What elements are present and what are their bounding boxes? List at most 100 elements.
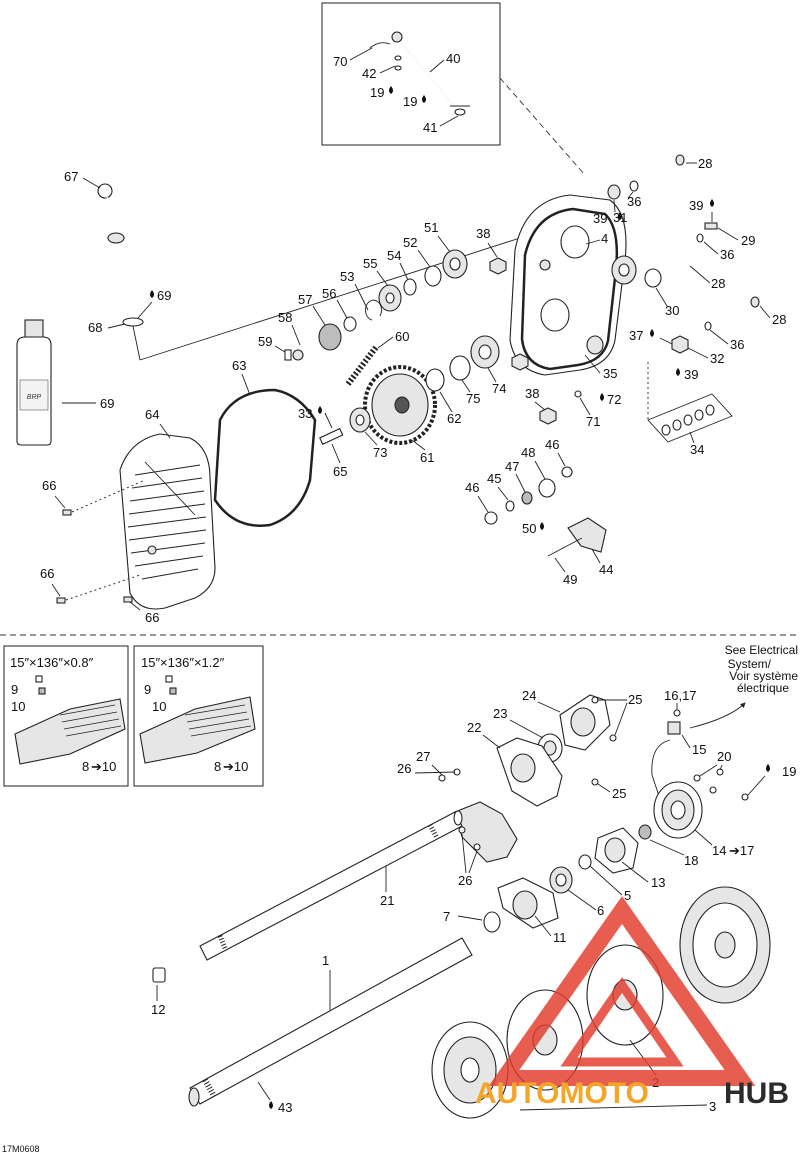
chaincase-cover (119, 433, 216, 610)
callout-59: 59 (258, 334, 272, 349)
callout-23: 23 (493, 706, 507, 721)
callout-26-a: 26 (397, 761, 411, 776)
callout-43: 43 (278, 1100, 292, 1115)
callout-39-b: 39 (689, 198, 703, 213)
callout-27: 27 (416, 749, 430, 764)
watermark-text-primary: AUTOMOTO (475, 1077, 649, 1110)
sprocket (363, 365, 437, 445)
dipstick (97, 183, 144, 327)
track-sprockets (431, 886, 771, 1119)
callout-35: 35 (603, 366, 617, 381)
oil-drop-icon (710, 199, 714, 207)
callout-72: 72 (607, 392, 621, 407)
callout-15: 15 (692, 742, 706, 757)
callout-28-c: 28 (772, 312, 786, 327)
callout-11: 11 (553, 930, 567, 945)
callout-16-17: 16,17 (664, 688, 697, 703)
callout-19-b: 19 (403, 94, 417, 109)
electrical-note-line-1: See Electrical (725, 643, 798, 657)
callout-56: 56 (322, 286, 336, 301)
callout-41: 41 (423, 120, 437, 135)
nut (489, 257, 507, 275)
shim-set (647, 362, 733, 443)
callout-69-a: 69 (100, 396, 114, 411)
callout-39-a: 39 (593, 211, 607, 226)
callout-12: 12 (151, 1002, 165, 1017)
oil-drop-icon (600, 393, 604, 401)
callout-51: 51 (424, 220, 438, 235)
oil-drop-icon (150, 290, 154, 298)
oil-drop-icon (422, 95, 426, 103)
callout-58: 58 (278, 310, 292, 325)
track-box-right (133, 645, 264, 787)
chain-tensioner-parts (284, 299, 382, 361)
callout-49: 49 (563, 572, 577, 587)
callout-70: 70 (333, 54, 347, 69)
callout-53: 53 (340, 269, 354, 284)
callout-45: 45 (487, 471, 501, 486)
oil-drop-icon (618, 212, 622, 220)
oil-drop-icon (766, 764, 770, 772)
bottle-label: BRP (27, 394, 42, 401)
track-size-right: 15″×136″×1.2″ (141, 655, 225, 670)
range-arrow-right: ➔10 (223, 759, 248, 774)
callout-38-b: 38 (525, 386, 539, 401)
callout-25-b: 25 (612, 786, 626, 801)
callout-4: 4 (601, 231, 608, 246)
oil-drop-icon (318, 406, 322, 414)
callout-44: 44 (599, 562, 613, 577)
bolt-28-mid (659, 253, 713, 281)
callout-21: 21 (380, 893, 394, 908)
callout-25-a: 25 (628, 692, 642, 707)
callout-36-a: 36 (627, 194, 641, 209)
callout-69-b: 69 (157, 288, 171, 303)
callout-9: 9 (11, 682, 18, 697)
callout-22: 22 (467, 720, 481, 735)
callout-54: 54 (387, 248, 401, 263)
callout-62: 62 (447, 411, 461, 426)
nut (671, 335, 689, 354)
inset-shift-lever (321, 2, 501, 146)
callout-65: 65 (333, 464, 347, 479)
oil-drop-icon (389, 86, 393, 94)
chaincase-housing (509, 194, 627, 376)
callout-50: 50 (522, 521, 536, 536)
tensioner-parts (484, 466, 607, 557)
diagram-code: 17M0608 (2, 1144, 40, 1154)
bolt-28-top (622, 154, 685, 184)
electrical-note-line-4: électrique (737, 681, 789, 695)
speed-sensor (638, 709, 749, 840)
callout-47: 47 (505, 459, 519, 474)
callout-9-b: 9 (144, 682, 151, 697)
callout-8-range-right: 8 (214, 759, 221, 774)
watermark-text-secondary: HUB (724, 1077, 789, 1110)
callout-46-a: 46 (465, 480, 479, 495)
callout-19-a: 19 (370, 85, 384, 100)
callout-66-c: 66 (145, 610, 159, 625)
track-size-left: 15″×136″×0.8″ (10, 655, 94, 670)
callout-10-b: 10 (152, 699, 166, 714)
callout-42: 42 (362, 66, 376, 81)
range-arrow-left: ➔10 (91, 759, 116, 774)
track-box-left (3, 645, 129, 787)
callout-7: 7 (443, 909, 450, 924)
callout-55: 55 (363, 256, 377, 271)
callout-10: 10 (11, 699, 25, 714)
callout-26-b: 26 (458, 873, 472, 888)
callout-66-b: 66 (40, 566, 54, 581)
drive-shaft-21 (199, 810, 463, 961)
callout-18: 18 (684, 853, 698, 868)
oil-bottle: BRP (16, 319, 52, 446)
callout-34: 34 (690, 442, 704, 457)
callout-32: 32 (710, 351, 724, 366)
plug (152, 967, 166, 983)
callout-71: 71 (586, 414, 600, 429)
callout-28-a: 28 (698, 156, 712, 171)
callout-30: 30 (665, 303, 679, 318)
callout-8-range-left: 8 (82, 759, 89, 774)
electrical-note-line-3: Voir système (729, 669, 798, 683)
callout-68: 68 (88, 320, 102, 335)
callout-66-a: 66 (42, 478, 56, 493)
callout-39-c: 39 (684, 367, 698, 382)
